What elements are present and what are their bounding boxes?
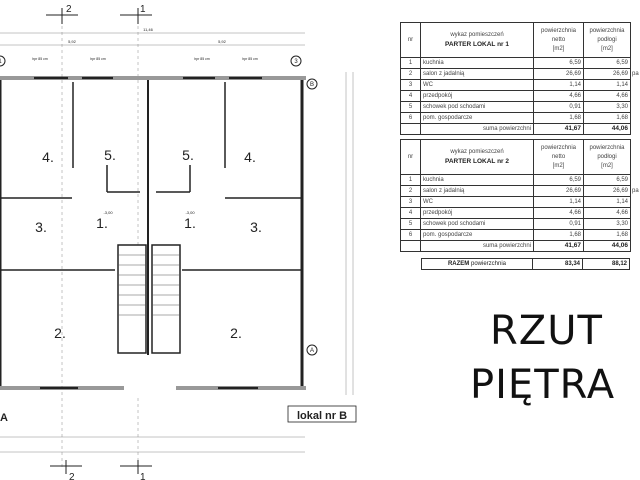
section-mark-2-top: 2 — [66, 4, 72, 15]
section-mark-2-bottom: 2 — [69, 472, 75, 480]
room-label-4-left: 4. — [42, 149, 54, 165]
room-label-1-left: 1. — [96, 215, 108, 231]
table-title: PARTER LOKAL nr 2 — [444, 157, 510, 165]
section-mark-1-bottom: 1 — [140, 472, 146, 480]
staircase-left — [117, 244, 147, 354]
section-mark-1-top: 1 — [140, 4, 146, 15]
room-label-4-right: 4. — [244, 149, 256, 165]
staircase-right — [151, 244, 181, 354]
axis-label-a: A — [310, 348, 314, 354]
header-nr: nr — [400, 139, 421, 175]
axis-label-1: 1 — [0, 59, 2, 65]
window-label: hpr 85 cm — [90, 57, 106, 61]
axis-label-3: 3 — [294, 59, 298, 65]
total-area-row: RAZEM powierzchnia 83,34 88,12 — [421, 258, 630, 270]
header-nr: nr — [400, 22, 421, 58]
unit-label: lokal nr B — [297, 410, 347, 422]
axis-label-a-left: A — [0, 412, 8, 424]
dimension-left: 5,92 — [68, 39, 77, 44]
total-label: RAZEM powierzchnia — [421, 258, 533, 270]
dimension-right: 5,92 — [218, 39, 227, 44]
axis-label-b: B — [310, 82, 314, 88]
room-label-2-left: 2. — [54, 325, 66, 341]
table-title: PARTER LOKAL nr 1 — [444, 40, 510, 48]
window-label: hpr 85 cm — [32, 57, 48, 61]
window-label: hpr 85 cm — [242, 57, 258, 61]
window-label: hpr 85 cm — [194, 57, 210, 61]
floor-plan-drawing: 2 1 2 1 1 3 B A 11,46 5,92 5,92 hpr 85 c… — [0, 4, 357, 480]
room-label-2-right: 2. — [230, 325, 242, 341]
title-line-2: PIĘTRA — [470, 362, 616, 408]
title-line-1: RZUT — [490, 308, 603, 354]
room-label-5-right: 5. — [182, 147, 194, 163]
room-label-3-right: 3. — [250, 219, 262, 235]
header-subtitle: wykaz pomieszczeń — [450, 148, 504, 155]
header-subtitle: wykaz pomieszczeń — [450, 31, 504, 38]
entrance-recess — [120, 355, 182, 395]
room-label-5-left: 5. — [104, 147, 116, 163]
total-podlogi: 88,12 — [582, 258, 630, 270]
total-netto: 83,34 — [532, 258, 583, 270]
overall-dimension: 11,46 — [143, 27, 153, 32]
level-label: -3,00 — [185, 210, 195, 215]
room-label-1-right: 1. — [184, 215, 196, 231]
room-label-3-left: 3. — [35, 219, 47, 235]
level-label: -3,00 — [103, 210, 113, 215]
unit-label-box — [287, 405, 357, 423]
